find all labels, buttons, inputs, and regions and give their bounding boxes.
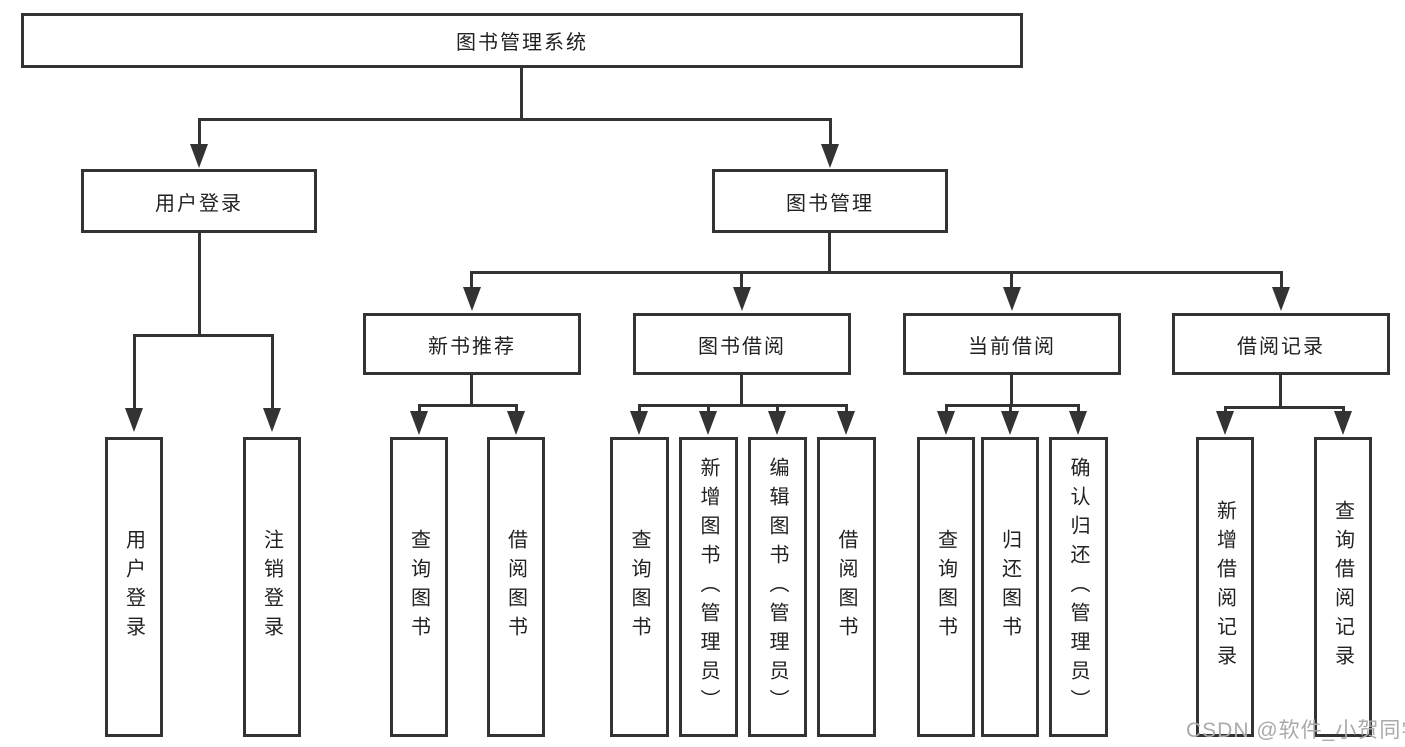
- leaf-label: 归还图书: [998, 529, 1021, 645]
- connector-line: [828, 233, 831, 273]
- connector-line: [1010, 271, 1013, 289]
- connector-line: [1077, 404, 1080, 414]
- leaf-logout: 注销登录: [243, 437, 301, 737]
- connector-line: [740, 271, 743, 289]
- leaf-newbook-query-books: 查询图书: [390, 437, 448, 737]
- connector-line: [1224, 406, 1227, 414]
- connector-line: [1342, 406, 1345, 414]
- connector-line: [1224, 406, 1345, 409]
- leaf-current-return-books: 归还图书: [981, 437, 1039, 737]
- leaf-label: 新增借阅记录: [1213, 500, 1236, 674]
- connector-line: [1280, 271, 1283, 289]
- arrow-down: [699, 411, 717, 435]
- connector-line: [198, 118, 201, 146]
- arrow-down: [821, 144, 839, 168]
- node-user-login: 用户登录: [81, 169, 317, 233]
- connector-line: [133, 334, 274, 337]
- leaf-label: 查询图书: [407, 529, 430, 645]
- leaf-borrow-add-books-admin: 新增图书（管理员）: [679, 437, 738, 737]
- connector-line: [470, 271, 473, 289]
- arrow-down: [263, 408, 281, 432]
- connector-line: [945, 404, 1080, 407]
- leaf-borrow-edit-books-admin: 编辑图书（管理员）: [748, 437, 807, 737]
- leaf-newbook-borrow-books: 借阅图书: [487, 437, 545, 737]
- connector-line: [707, 404, 710, 414]
- connector-line: [845, 404, 848, 414]
- arrow-down: [463, 287, 481, 311]
- leaf-label: 查询图书: [628, 529, 650, 645]
- arrow-down: [1001, 411, 1019, 435]
- leaf-label: 借阅图书: [504, 529, 527, 645]
- connector-line: [829, 118, 832, 146]
- leaf-label: 借阅图书: [835, 529, 857, 645]
- connector-line: [740, 375, 743, 406]
- connector-line: [418, 404, 421, 414]
- node-book-borrowing: 图书借阅: [633, 313, 851, 375]
- leaf-label: 查询借阅记录: [1331, 500, 1354, 674]
- node-label: 当前借阅: [968, 335, 1056, 358]
- leaf-record-add: 新增借阅记录: [1196, 437, 1254, 737]
- node-label: 图书管理系统: [456, 32, 588, 54]
- leaf-record-query: 查询借阅记录: [1314, 437, 1372, 737]
- connector-line: [271, 334, 274, 410]
- arrow-down: [190, 144, 208, 168]
- connector-line: [638, 404, 641, 414]
- leaf-current-confirm-return-admin: 确认归还（管理员）: [1049, 437, 1108, 737]
- arrow-down: [837, 411, 855, 435]
- connector-line: [638, 404, 848, 407]
- leaf-current-query-books: 查询图书: [917, 437, 975, 737]
- leaf-label: 用户登录: [122, 529, 145, 645]
- arrow-down: [1069, 411, 1087, 435]
- arrow-down: [1334, 411, 1352, 435]
- leaf-label: 编辑图书（管理员）: [766, 456, 788, 718]
- arrow-down: [410, 411, 428, 435]
- arrow-down: [1003, 287, 1021, 311]
- arrow-down: [1216, 411, 1234, 435]
- leaf-label: 新增图书（管理员）: [697, 456, 719, 718]
- leaf-borrow-query-books: 查询图书: [610, 437, 669, 737]
- connector-line: [198, 118, 832, 121]
- arrow-down: [937, 411, 955, 435]
- connector-line: [1279, 375, 1282, 408]
- node-label: 新书推荐: [428, 335, 516, 358]
- node-new-book-recommend: 新书推荐: [363, 313, 581, 375]
- node-borrowing-records: 借阅记录: [1172, 313, 1390, 375]
- connector-line: [198, 233, 201, 336]
- arrow-down: [1272, 287, 1290, 311]
- leaf-label: 确认归还（管理员）: [1067, 456, 1089, 718]
- arrow-down: [630, 411, 648, 435]
- connector-line: [515, 404, 518, 414]
- arrow-down: [125, 408, 143, 432]
- connector-line: [520, 67, 523, 119]
- connector-line: [470, 375, 473, 406]
- leaf-label: 注销登录: [260, 529, 283, 645]
- arrow-down: [768, 411, 786, 435]
- csdn-watermark: CSDN @软件_小贺同学: [1186, 719, 1405, 742]
- node-root-library-system: 图书管理系统: [21, 13, 1023, 68]
- connector-line: [1010, 375, 1013, 406]
- leaf-borrow-borrow-books: 借阅图书: [817, 437, 876, 737]
- node-label: 借阅记录: [1237, 335, 1325, 358]
- connector-line: [470, 271, 1282, 274]
- connector-line: [418, 404, 518, 407]
- connector-line: [945, 404, 948, 414]
- node-current-borrowing: 当前借阅: [903, 313, 1121, 375]
- node-label: 用户登录: [155, 192, 243, 215]
- connector-line: [133, 334, 136, 410]
- arrow-down: [507, 411, 525, 435]
- node-label: 图书管理: [786, 192, 874, 215]
- connector-line: [776, 404, 779, 414]
- node-book-management: 图书管理: [712, 169, 948, 233]
- leaf-label: 查询图书: [934, 529, 957, 645]
- node-label: 图书借阅: [698, 335, 786, 358]
- leaf-user-login: 用户登录: [105, 437, 163, 737]
- arrow-down: [733, 287, 751, 311]
- connector-line: [1009, 404, 1012, 414]
